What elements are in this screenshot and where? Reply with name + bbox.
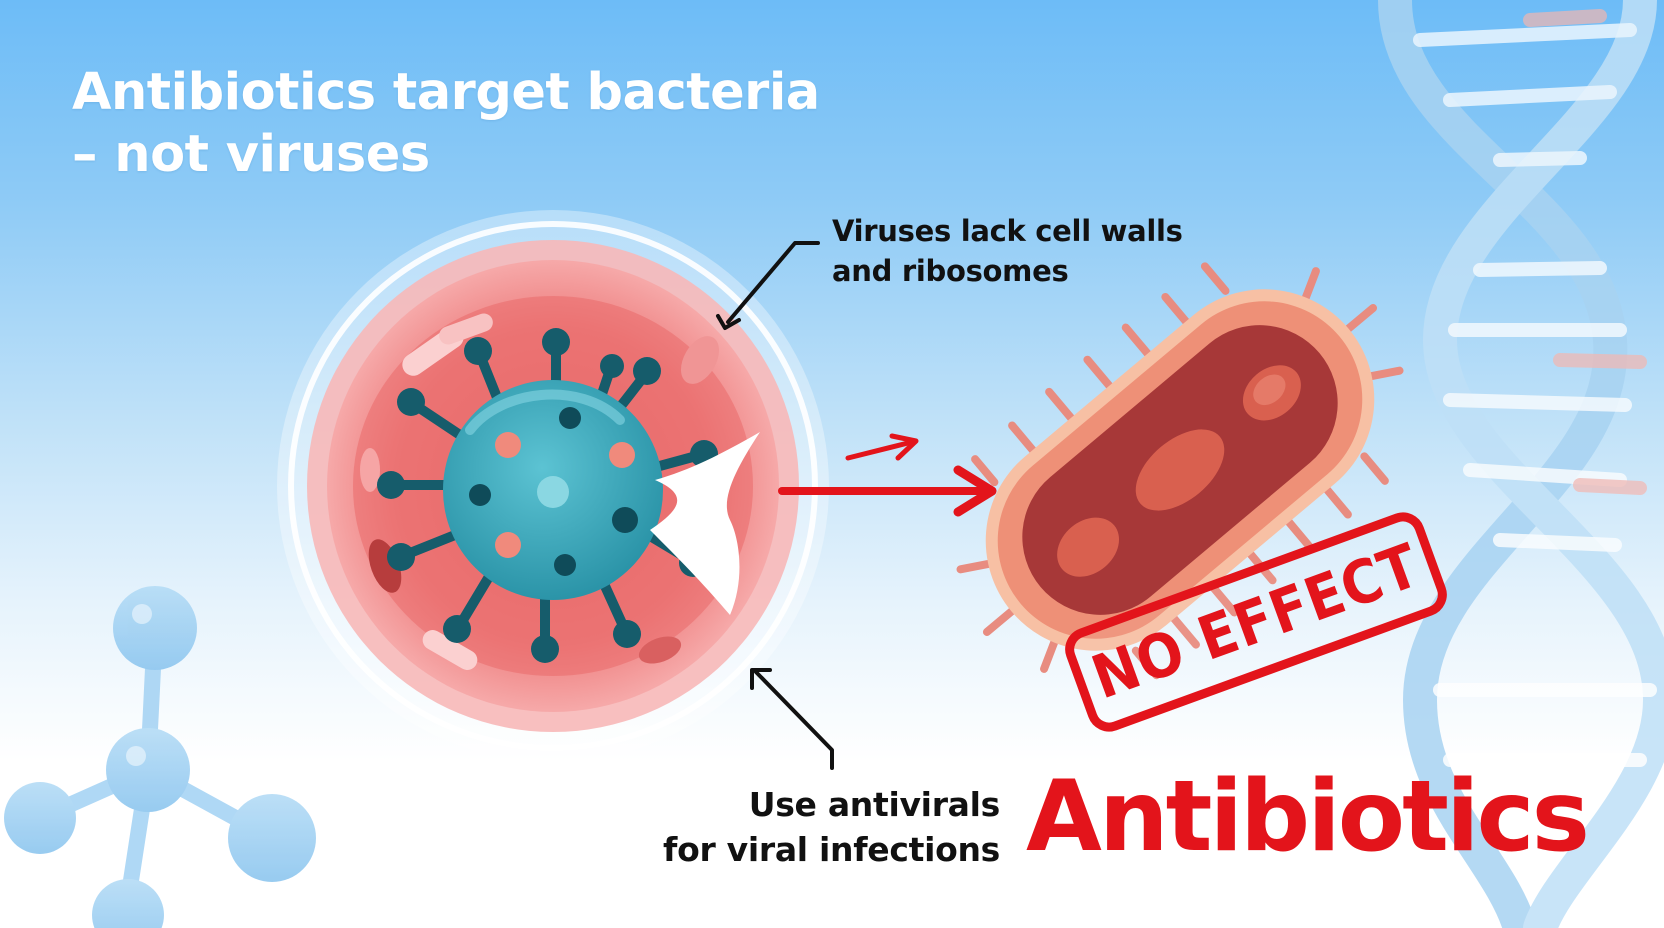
virus-icon: [377, 328, 718, 663]
impact-flash: [650, 432, 760, 615]
callout-antivirals: Use antivirals for viral infections: [620, 782, 1000, 872]
molecule-icon: [4, 586, 316, 928]
callout-viruses-line-1: Viruses lack cell walls: [832, 214, 1183, 248]
title-line-1: Antibiotics target bacteria: [72, 63, 820, 122]
callout-pointers: [716, 241, 834, 770]
title-line-2: – not viruses: [72, 125, 430, 184]
callout-viruses-line-2: and ribosomes: [832, 254, 1069, 288]
callout-antivirals-line-2: for viral infections: [663, 830, 1000, 869]
dna-helix-icon: [1378, 0, 1664, 928]
page-title: Antibiotics target bacteria – not viruse…: [72, 62, 832, 186]
antibiotic-arrow: [778, 433, 997, 517]
callout-antivirals-line-1: Use antivirals: [748, 785, 1001, 824]
callout-viruses: Viruses lack cell walls and ribosomes: [832, 211, 1252, 291]
bacterium-icon: [956, 262, 1404, 680]
antibiotics-label: Antibiotics: [1026, 760, 1590, 874]
